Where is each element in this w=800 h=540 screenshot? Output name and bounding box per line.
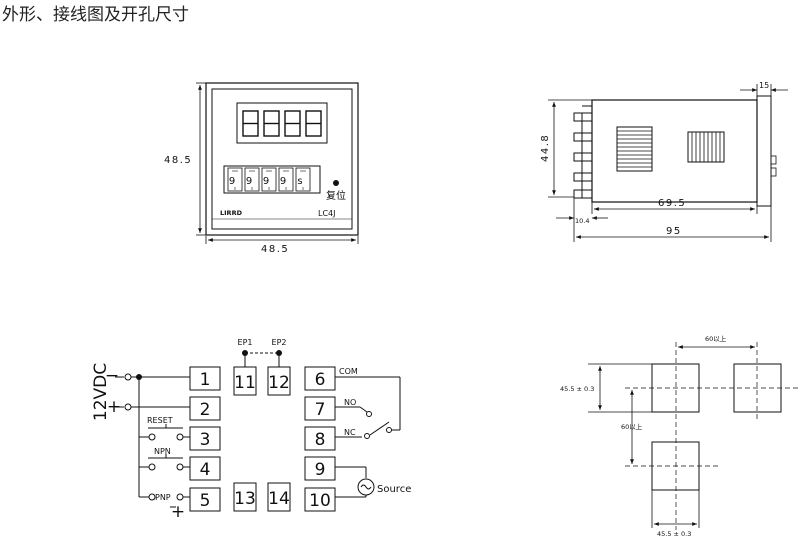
- side-dimensions: [548, 84, 788, 242]
- front-inner-frame: [211, 88, 353, 230]
- thumbwheel-digit-5: s: [297, 176, 302, 187]
- junction-dots: [136, 350, 282, 380]
- side-view: [573, 95, 777, 207]
- terminal-4: 4: [200, 460, 211, 480]
- supply-12vdc-label: 12VDC: [91, 363, 111, 421]
- nc-label: NC: [344, 428, 356, 437]
- reset-button-dot: [333, 180, 339, 186]
- panel-cutout: [588, 342, 798, 530]
- thumbwheel-panel: [223, 165, 321, 194]
- seven-seg-digits: [242, 110, 322, 137]
- pnp-plus-label: +: [171, 502, 185, 522]
- model-label: LC4J: [318, 209, 336, 218]
- com-label: COM: [339, 367, 358, 376]
- wiring-diagram: [115, 352, 401, 512]
- thumbwheel-digit-2: 9: [246, 176, 252, 187]
- terminal-12: 12: [268, 373, 290, 393]
- display-window: [236, 102, 328, 144]
- front-height-label: 48.5: [164, 155, 192, 166]
- reset-label: 复位: [326, 189, 346, 202]
- front-dimensions: [196, 82, 359, 244]
- terminal-14: 14: [268, 489, 290, 509]
- front-width-label: 48.5: [261, 244, 289, 255]
- cutout-v-spacing-label: 60以上: [621, 422, 643, 431]
- terminal-3: 3: [200, 430, 211, 450]
- dim-15-label: 15: [759, 81, 769, 90]
- thumbwheel-digit-3: 9: [263, 176, 269, 187]
- ep1-label: EP1: [238, 338, 253, 347]
- npn-input-label: NPN: [154, 447, 171, 456]
- front-outer-frame: [205, 82, 359, 236]
- thumbwheel-digit-1: 9: [229, 176, 235, 187]
- ep2-label: EP2: [272, 338, 287, 347]
- dim-44-8-label: 44.8: [540, 134, 551, 162]
- terminal-2: 2: [200, 400, 211, 420]
- terminal-10: 10: [309, 491, 331, 511]
- reset-input-label: RESET: [147, 416, 173, 425]
- terminal-11: 11: [234, 373, 256, 393]
- supply-plus-label: +: [107, 397, 121, 417]
- terminal-13: 13: [234, 489, 256, 509]
- terminal-1: 1: [200, 370, 211, 390]
- pnp-input-label: PNP: [155, 493, 171, 502]
- terminal-9: 9: [315, 460, 326, 480]
- page-title: 外形、接线图及开孔尺寸: [2, 5, 189, 25]
- source-label: Source: [377, 484, 411, 495]
- front-view: [205, 82, 359, 236]
- terminal-5: 5: [200, 491, 211, 511]
- cutout-width-label: 45.5 ± 0.3: [657, 530, 691, 538]
- thumbwheel-digit-4: 9: [280, 176, 286, 187]
- side-bezel: [756, 95, 772, 207]
- supply-minus-label: −: [105, 366, 119, 386]
- dim-95-label: 95: [666, 226, 682, 237]
- brand-logo-text: LIRRD: [220, 209, 243, 217]
- no-label: NO: [344, 398, 356, 407]
- dim-10-4-label: 10.4: [575, 217, 589, 225]
- terminal-7: 7: [315, 400, 326, 420]
- cutout-h-spacing-label: 60以上: [705, 334, 727, 343]
- dim-69-5-label: 69.5: [658, 198, 686, 209]
- cutout-height-label: 45.5 ± 0.3: [560, 385, 594, 393]
- terminal-8: 8: [315, 430, 326, 450]
- terminal-6: 6: [315, 370, 326, 390]
